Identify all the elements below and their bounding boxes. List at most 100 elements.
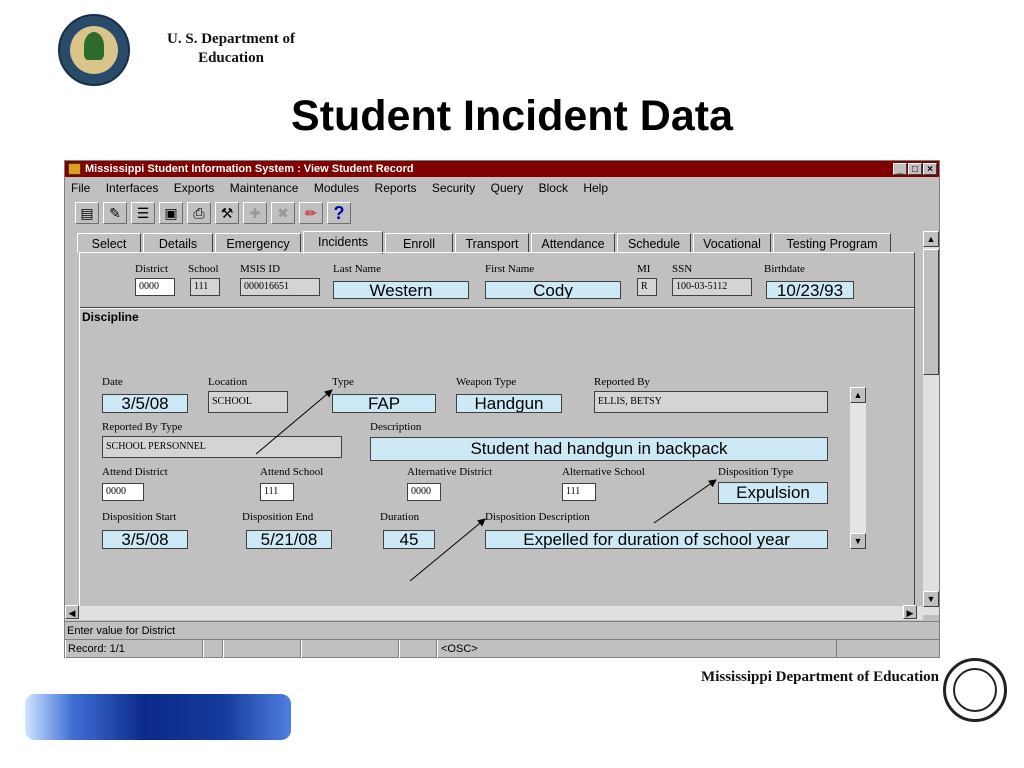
record-cell-empty-4 [399,640,437,658]
date-field[interactable]: 3/5/08 [102,394,188,413]
menu-bar: File Interfaces Exports Maintenance Modu… [65,178,939,198]
type-label: Type [332,376,354,388]
menu-reports[interactable]: Reports [374,181,417,195]
birthdate-field[interactable]: 10/23/93 [766,281,854,299]
menu-modules[interactable]: Modules [313,181,360,195]
tab-testing-program[interactable]: Testing Program [773,233,891,253]
type-field[interactable]: FAP [332,394,436,413]
menu-exports[interactable]: Exports [173,181,215,195]
scroll-left-button[interactable]: ◀ [65,605,79,619]
mi-label: MI [637,263,651,275]
menu-query[interactable]: Query [490,181,524,195]
records-scroll-up-button[interactable]: ▲ [850,387,866,403]
help-icon[interactable]: ? [327,202,351,224]
district-label: District [135,263,168,275]
arrow-to-disposition-description [409,518,486,582]
alt-school-label: Alternative School [562,466,645,478]
scroll-up-button[interactable]: ▲ [923,231,939,247]
district-field[interactable]: 0000 [135,278,175,296]
scroll-right-button[interactable]: ▶ [903,605,917,619]
menu-file[interactable]: File [71,181,91,195]
disposition-end-field[interactable]: 5/21/08 [246,530,332,549]
tab-attendance[interactable]: Attendance [531,233,615,253]
last-name-field[interactable]: Western [333,281,469,299]
mde-name: Mississippi Department of Education [701,669,939,685]
list-icon[interactable]: ☰ [131,202,155,224]
disposition-description-field[interactable]: Expelled for duration of school year [485,530,828,549]
pencil-icon[interactable]: ✏ [299,202,323,224]
description-label: Description [370,421,422,433]
attend-school-field[interactable]: 111 [260,483,294,501]
records-scrollbar[interactable]: ▲ ▼ [850,387,866,549]
tab-strip: Select Details Emergency Incidents Enrol… [69,231,891,254]
location-label: Location [208,376,248,388]
record-cell-empty-2 [223,640,301,658]
print-icon[interactable]: ⎙ [187,202,211,224]
tools-icon[interactable]: ⚒ [215,202,239,224]
disposition-description-label: Disposition Description [485,511,590,523]
description-field[interactable]: Student had handgun in backpack [370,437,828,461]
disposition-type-label: Disposition Type [718,466,794,478]
tab-select[interactable]: Select [77,233,141,253]
app-icon [68,163,81,175]
tab-transport[interactable]: Transport [455,233,529,253]
last-name-label: Last Name [333,263,381,275]
usde-name: U. S. Department of Education [167,31,295,66]
reported-by-field[interactable]: ELLIS, BETSY [594,391,828,413]
discipline-section-title: Discipline [82,310,139,324]
close-button[interactable]: × [923,163,937,175]
alt-district-field[interactable]: 0000 [407,483,441,501]
attend-district-field[interactable]: 0000 [102,483,144,501]
window-title: Mississippi Student Information System :… [85,163,414,175]
duration-label: Duration [380,511,420,523]
menu-security[interactable]: Security [431,181,476,195]
weapon-type-field[interactable]: Handgun [456,394,562,413]
window-titlebar[interactable]: Mississippi Student Information System :… [65,161,939,177]
first-name-field[interactable]: Cody [485,281,621,299]
disposition-type-field[interactable]: Expulsion [718,482,828,504]
scroll-down-button[interactable]: ▼ [923,591,939,607]
reported-by-type-field[interactable]: SCHOOL PERSONNEL [102,436,342,458]
mi-field[interactable]: R [637,278,657,296]
tab-details[interactable]: Details [143,233,213,253]
disposition-start-field[interactable]: 3/5/08 [102,530,188,549]
menu-help[interactable]: Help [583,181,609,195]
menu-maintenance[interactable]: Maintenance [229,181,299,195]
duration-field[interactable]: 45 [383,530,435,549]
vertical-scrollbar[interactable]: ▲ ▼ [923,231,939,615]
location-field[interactable]: SCHOOL [208,391,288,413]
menu-interfaces[interactable]: Interfaces [105,181,159,195]
attend-district-label: Attend District [102,466,168,478]
tab-incidents[interactable]: Incidents [303,231,383,254]
horizontal-scrollbar[interactable]: ◀ ▶ [65,605,923,620]
save-icon[interactable]: ▤ [75,202,99,224]
status-message: Enter value for District [65,621,939,639]
record-mode: <OSC> [437,640,837,658]
tab-emergency[interactable]: Emergency [215,233,301,253]
arrow-reported-by-type-to-type [255,389,333,455]
section-divider [80,307,914,309]
tab-enroll[interactable]: Enroll [385,233,453,253]
ssn-field[interactable]: 100-03-5112 [672,278,752,296]
mde-seal-logo [943,658,1007,722]
insert-icon[interactable]: ✚ [243,202,267,224]
school-label: School [188,263,219,275]
minimize-button[interactable]: _ [893,163,907,175]
delete-icon[interactable]: ✖ [271,202,295,224]
record-cell-empty-3 [301,640,399,658]
tab-vocational[interactable]: Vocational [693,233,771,253]
usde-seal-logo [58,14,130,86]
alt-school-field[interactable]: 111 [562,483,596,501]
tab-schedule[interactable]: Schedule [617,233,691,253]
edit-icon[interactable]: ✎ [103,202,127,224]
maximize-button[interactable]: □ [908,163,922,175]
form-icon[interactable]: ▣ [159,202,183,224]
records-scroll-down-button[interactable]: ▼ [850,533,866,549]
scroll-thumb[interactable] [923,249,939,375]
school-field[interactable]: 111 [190,278,220,296]
msis-id-field[interactable]: 000016651 [240,278,320,296]
police-light-bar-image [25,694,291,740]
disposition-start-label: Disposition Start [102,511,177,523]
menu-block[interactable]: Block [538,181,568,195]
arrow-description-to-disposition-type [653,479,717,524]
